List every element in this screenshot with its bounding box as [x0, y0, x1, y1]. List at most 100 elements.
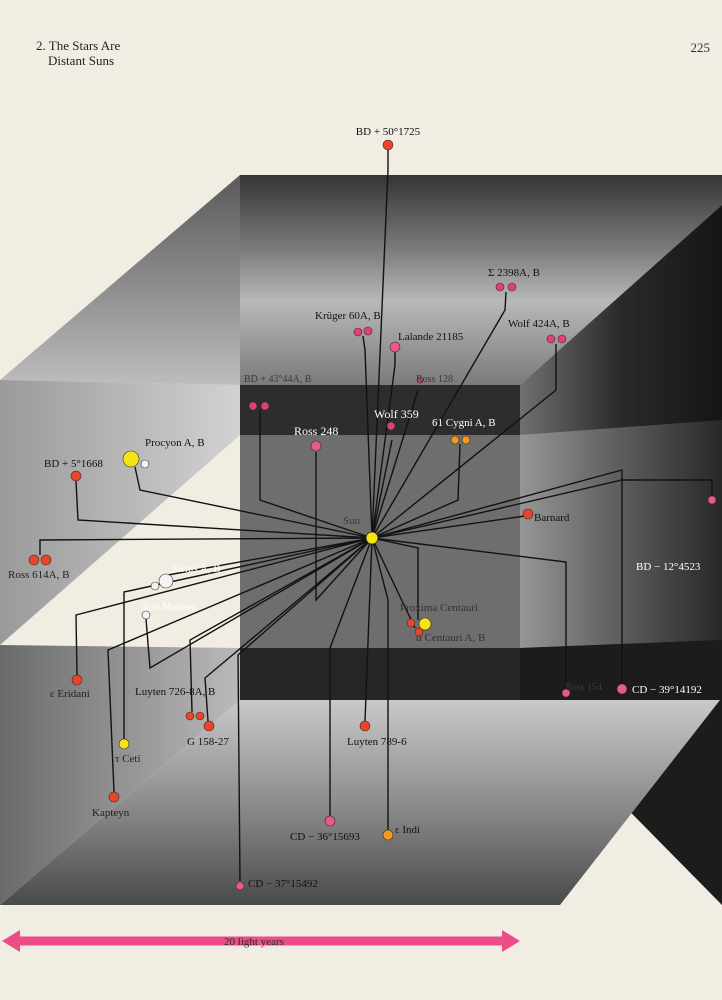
right-mid-light	[520, 420, 722, 648]
star-marker	[185, 711, 195, 721]
connector-line	[371, 352, 396, 539]
cube-faces	[0, 175, 722, 905]
upper-dark-band	[240, 385, 520, 435]
connector-line	[371, 389, 419, 539]
lower-left-face	[0, 645, 240, 905]
star-label: Luyten 726-8A, B	[135, 686, 215, 698]
connector-line	[259, 410, 373, 539]
star-label: Van Maanen	[142, 601, 198, 613]
star-label: Ross 154	[565, 682, 602, 693]
star-label: BD − 12°4523	[636, 561, 701, 573]
sun-label: Sun	[343, 515, 361, 527]
connector-line	[315, 452, 373, 602]
connector-line	[362, 335, 373, 539]
star-marker	[418, 617, 432, 631]
star-marker	[158, 573, 174, 589]
star-marker	[359, 720, 371, 732]
connector-line	[371, 469, 623, 684]
section-title-line1: 2. The Stars Are	[36, 38, 121, 53]
connector-line	[371, 344, 557, 539]
connector-line	[371, 515, 526, 539]
connector-line	[371, 479, 713, 539]
star-marker	[150, 581, 160, 591]
star-marker	[546, 334, 556, 344]
star-label: Krüger 60A, B	[315, 310, 381, 322]
connector-line	[123, 537, 373, 739]
connector-line	[371, 537, 416, 629]
connector-line	[371, 537, 419, 620]
star-marker	[450, 435, 460, 445]
connector-line	[167, 537, 373, 576]
star-marker	[118, 738, 130, 750]
inner-plane	[240, 435, 520, 648]
star-marker	[140, 459, 150, 469]
connector-line	[371, 150, 389, 539]
star-marker	[71, 674, 83, 686]
sun-marker	[365, 531, 379, 545]
star-label: Σ 2398A, B	[488, 267, 540, 279]
star-label: Wolf 424A, B	[508, 318, 570, 330]
star-marker	[235, 881, 245, 891]
star-label: Kapteyn	[92, 807, 130, 819]
star-label: τ Ceti	[115, 753, 141, 765]
connector-line	[329, 537, 373, 816]
star-marker	[416, 376, 424, 384]
star-label: CD − 39°14192	[632, 684, 702, 696]
star-marker	[561, 688, 571, 698]
connector-line	[107, 537, 373, 793]
star-label: BD + 43°44A, B	[244, 374, 312, 385]
star-marker	[386, 421, 396, 431]
star-label: ε Indi	[395, 824, 420, 836]
star-label: Proxima Centauri	[400, 602, 478, 614]
star-label: BD + 50°1725	[356, 126, 421, 138]
star-marker	[28, 554, 40, 566]
star-marker	[389, 341, 401, 353]
star-label: Wolf 359	[374, 407, 419, 421]
connector-line	[134, 466, 373, 539]
scale-bar-label: 20 light years	[224, 936, 284, 948]
connector-line	[371, 443, 461, 539]
connector-line	[371, 439, 393, 539]
star-marker	[557, 334, 567, 344]
star-marker	[406, 618, 416, 628]
star-label: Barnard	[534, 512, 570, 524]
connector-line	[189, 537, 373, 713]
connector-line	[75, 480, 373, 539]
star-label: 61 Cygni A, B	[432, 417, 496, 429]
scale-bar-right-arrowhead	[502, 930, 520, 952]
star-label: Ross 248	[294, 424, 338, 438]
upper-left-face	[0, 380, 240, 645]
star-label: ε Eridani	[50, 688, 90, 700]
connector-lines	[39, 150, 713, 882]
star-marker	[40, 554, 52, 566]
star-marker	[141, 610, 151, 620]
connector-line	[371, 537, 389, 830]
star-marker	[495, 282, 505, 292]
scale-bar: 20 light years	[2, 930, 520, 952]
star-label: Sirius A, B	[172, 563, 221, 575]
star-marker	[616, 683, 628, 695]
star-label: Luyten 789-6	[347, 736, 407, 748]
star-marker	[414, 627, 424, 637]
star-label: BD + 5°1668	[44, 458, 103, 470]
star-label: CD − 37°15492	[248, 878, 318, 890]
star-marker	[70, 470, 82, 482]
star-label: G 158-27	[187, 736, 229, 748]
floor-face	[0, 700, 720, 905]
star-marker	[195, 711, 205, 721]
star-marker	[324, 815, 336, 827]
star-label: Ross 614A, B	[8, 569, 69, 581]
star-marker	[707, 495, 717, 505]
star-marker	[363, 326, 373, 336]
star-marker	[507, 282, 517, 292]
star-marker	[248, 401, 258, 411]
star-marker	[108, 791, 120, 803]
connector-line	[75, 537, 373, 676]
connector-line	[371, 291, 507, 539]
star-marker	[461, 435, 471, 445]
star-marker	[260, 401, 270, 411]
star-marker	[382, 829, 394, 841]
star-marker	[122, 450, 140, 468]
star-label: Procyon A, B	[145, 437, 205, 449]
